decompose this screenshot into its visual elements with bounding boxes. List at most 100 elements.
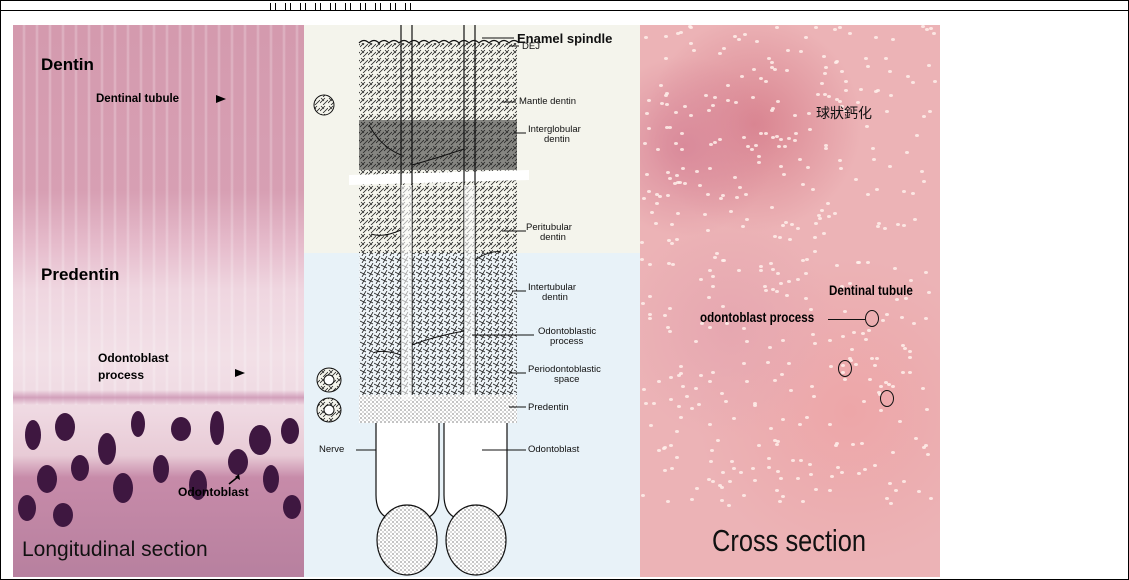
tubule-opening [773, 68, 777, 71]
tubule-opening [891, 38, 895, 41]
tubule-opening [647, 127, 651, 130]
tubule-opening [863, 468, 867, 471]
tubule-opening [884, 57, 888, 60]
tubule-opening [671, 263, 675, 266]
tubule-opening [809, 473, 813, 476]
longitudinal-section-title: Longitudinal section [22, 538, 208, 562]
cross-section-title: Cross section [712, 523, 866, 559]
tubule-opening [708, 269, 712, 272]
tubule-opening [854, 178, 858, 181]
tubule-opening [859, 88, 863, 91]
tubule-opening [657, 449, 661, 452]
tubule-opening [689, 26, 693, 29]
tubule-opening [887, 383, 891, 386]
tubule-opening [917, 490, 921, 493]
tubule-opening [808, 463, 812, 466]
tubule-opening [711, 275, 715, 278]
interglobular-dentin-label-line2: dentin [544, 135, 570, 145]
tubule-opening [902, 224, 906, 227]
tubule-opening [741, 225, 745, 228]
tubule-opening [676, 212, 680, 215]
tubule-stripes [13, 25, 304, 405]
tubule-opening [742, 327, 746, 330]
tubule-opening [908, 350, 912, 353]
tubule-opening [813, 236, 817, 239]
tubule-opening [924, 317, 928, 320]
tubule-opening [866, 65, 870, 68]
tubule-opening [796, 227, 800, 230]
tubule-opening [789, 389, 793, 392]
tubule-opening [659, 84, 663, 87]
tubule-opening [764, 80, 768, 83]
tubule-opening [670, 223, 674, 226]
tubule-opening [732, 467, 736, 470]
tubule-opening [814, 222, 818, 225]
tubule-opening [706, 193, 710, 196]
tubule-opening [675, 174, 679, 177]
tubule-opening [719, 197, 723, 200]
tubule-opening [820, 82, 824, 85]
tubule-opening [666, 326, 670, 329]
tubule-opening [781, 224, 785, 227]
tubule-opening [811, 333, 815, 336]
tubule-opening [901, 344, 905, 347]
dentinal-tubule-label: Dentinal tubule [96, 93, 179, 105]
tubule-circle-marker [880, 390, 894, 407]
tubule-opening [824, 147, 828, 150]
odontoblast-process-label-line2: process [98, 368, 144, 382]
tubule-opening [793, 139, 797, 142]
tubule-opening [669, 376, 673, 379]
tubule-opening [876, 89, 880, 92]
tubule-opening [776, 440, 780, 443]
tubule-opening [704, 94, 708, 97]
tubule-opening [650, 211, 654, 214]
tubule-opening [694, 340, 698, 343]
tubule-opening [734, 101, 738, 104]
tubule-opening [711, 480, 715, 483]
tubule-opening [663, 469, 667, 472]
globular-calcification-label: 球狀鈣化 [816, 103, 872, 123]
tubule-opening [834, 444, 838, 447]
tubule-opening [737, 269, 741, 272]
tubule-opening [891, 451, 895, 454]
tubule-opening [928, 110, 932, 113]
tubule-opening [798, 423, 802, 426]
tubule-opening [750, 148, 754, 151]
tubule-opening [786, 49, 790, 52]
odontoblast-nucleus [228, 449, 248, 475]
tubule-opening [885, 497, 889, 500]
tubule-opening [721, 194, 725, 197]
tubule-opening [753, 402, 757, 405]
tubule-opening [851, 443, 855, 446]
tubule-opening [833, 212, 837, 215]
tubule-opening [822, 232, 826, 235]
tubule-opening [810, 385, 814, 388]
odontoblast-label: Odontoblast [178, 485, 249, 499]
tubule-opening [902, 190, 906, 193]
tubule-opening [922, 115, 926, 118]
tubule-opening [708, 380, 712, 383]
tubule-diagram-illustration [304, 25, 640, 577]
odontoblast-nucleus [131, 411, 145, 437]
tubule-opening [729, 210, 733, 213]
tubule-opening [645, 112, 649, 115]
tubule-opening [738, 186, 742, 189]
tubule-opening [681, 385, 685, 388]
tubule-opening [709, 460, 713, 463]
tubule-opening [666, 194, 670, 197]
tubule-opening [909, 279, 913, 282]
tubule-opening [814, 488, 818, 491]
tubule-opening [879, 385, 883, 388]
tubule-opening [791, 459, 795, 462]
tubule-opening [873, 464, 877, 467]
dentin-tubule-diagram-panel: Enamel spindle DEJ Mantle dentin Intergl… [304, 25, 640, 577]
tubule-opening [816, 93, 820, 96]
odontoblast-process-leader-line [828, 319, 865, 320]
tubule-opening [914, 437, 918, 440]
tubule-opening [664, 57, 668, 60]
tubule-opening [833, 28, 837, 31]
tubule-opening [799, 459, 803, 462]
tubule-opening [787, 280, 791, 283]
tubule-opening [860, 442, 864, 445]
tubule-opening [911, 81, 915, 84]
